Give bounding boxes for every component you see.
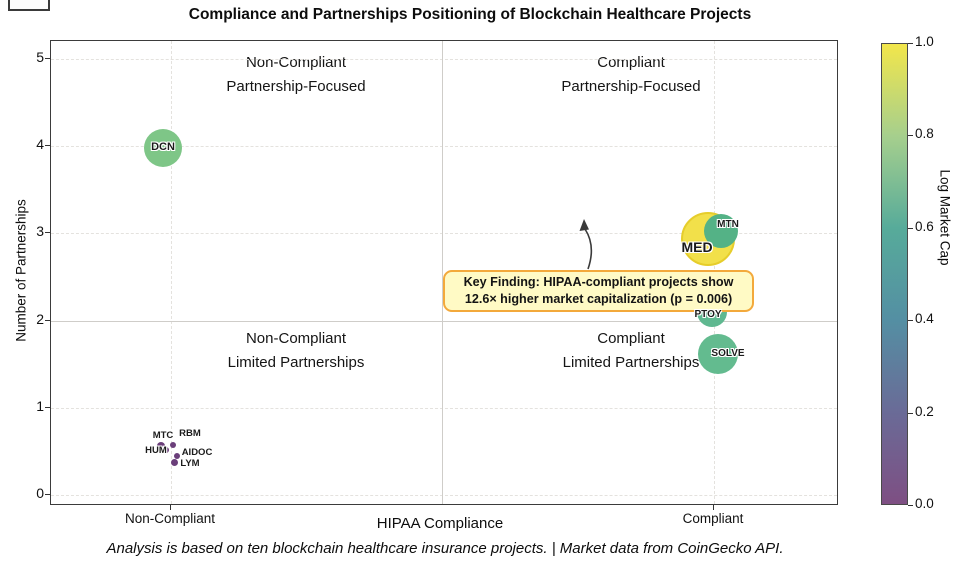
y-tick-label: 1 [36,397,44,414]
quadrant-line: Partnership-Focused [226,78,366,95]
quadrant-label-top-left: Non-Compliant Partnership-Focused [136,51,456,99]
y-tick-label: 5 [36,49,44,65]
quadrant-divider-horizontal [51,320,837,322]
annotation-line-1: Key Finding: HIPAA-compliant projects sh… [463,274,734,289]
quadrant-line: Compliant [597,330,665,347]
colorbar-tick-label: 0.6 [915,218,934,234]
y-axis-label: Number of Partnerships [13,199,29,342]
colorbar-tick-mark [908,135,913,137]
quadrant-divider-vertical [442,41,443,504]
y-tick-label: 2 [36,310,44,327]
y-tick-label: 0 [36,485,44,501]
annotation-line-2: 12.6× higher market capitalization (p = … [464,292,733,306]
colorbar-tick-mark [908,320,913,322]
footer-caption: Analysis is based on ten blockchain heal… [106,540,784,557]
colorbar-tick-label: 0.8 [915,126,934,142]
y-tick-mark [45,232,50,234]
quadrant-label-bottom-right: Compliant Limited Partnerships [471,327,791,375]
y-tick-mark [45,406,50,408]
y-gridline [51,146,837,148]
x-tick-mark [713,505,714,510]
chart-title: Compliance and Partnerships Positioning … [188,6,752,23]
colorbar-tick-label: 0.4 [915,311,934,327]
y-gridline [51,407,837,409]
quadrant-line: Partnership-Focused [561,78,701,95]
quadrant-line: Non-Compliant [245,330,347,347]
colorbar [881,43,908,505]
quadrant-line: Limited Partnerships [227,354,365,371]
y-tick-mark [45,319,50,321]
colorbar-tick-label: 1.0 [915,34,934,49]
y-tick-mark [45,494,50,495]
x-tick-label: Non-Compliant [124,511,216,526]
colorbar-tick-mark [908,412,913,414]
colorbar-tick-mark [908,227,913,229]
quadrant-label-top-right: Compliant Partnership-Focused [471,51,791,99]
y-gridline [51,59,837,60]
quadrant-line: Compliant [597,54,665,71]
key-finding-annotation: Key Finding: HIPAA-compliant projects sh… [443,270,754,312]
quadrant-line: Non-Compliant [245,54,347,71]
y-gridline [51,495,837,496]
window-fragment [8,0,50,11]
y-gridline [51,233,837,235]
x-tick-label: Compliant [682,511,744,526]
y-tick-mark [45,145,50,147]
y-tick-mark [45,58,50,59]
colorbar-label: Log Market Cap [937,169,953,266]
quadrant-line: Limited Partnerships [562,354,700,371]
y-tick-label: 4 [36,136,44,153]
y-tick-label: 3 [36,223,44,240]
colorbar-tick-mark [908,505,913,506]
x-gridline [171,41,172,504]
colorbar-tick-label: 0.2 [915,403,934,419]
colorbar-tick-label: 0.0 [915,496,934,511]
colorbar-tick-mark [908,43,913,44]
quadrant-label-bottom-left: Non-Compliant Limited Partnerships [136,327,456,375]
x-axis-label: HIPAA Compliance [376,515,504,532]
x-tick-mark [170,505,171,510]
